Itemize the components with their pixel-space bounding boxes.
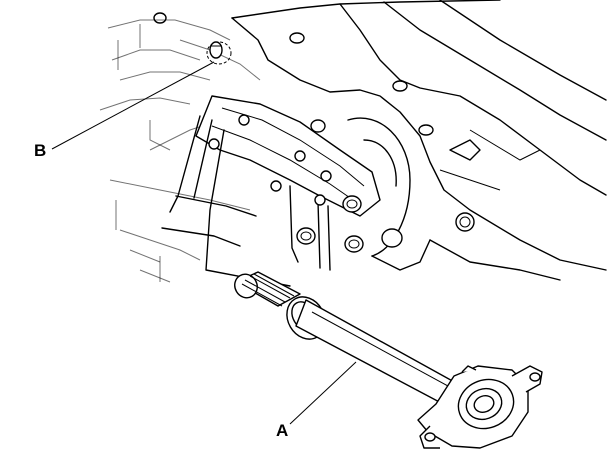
label-a: A	[276, 421, 288, 440]
leader-line-a	[289, 361, 357, 425]
label-b: B	[34, 141, 46, 160]
bracket-bolts	[208, 114, 364, 253]
shaft-bracket	[161, 95, 381, 287]
leader-lines	[51, 61, 357, 425]
dowel-pin-b	[206, 41, 232, 65]
differential-housing	[347, 117, 431, 271]
leader-line-b	[51, 61, 215, 150]
intermediate-shaft-a	[234, 271, 543, 449]
housing-outline	[231, 0, 607, 281]
housing-bolts	[153, 12, 475, 232]
